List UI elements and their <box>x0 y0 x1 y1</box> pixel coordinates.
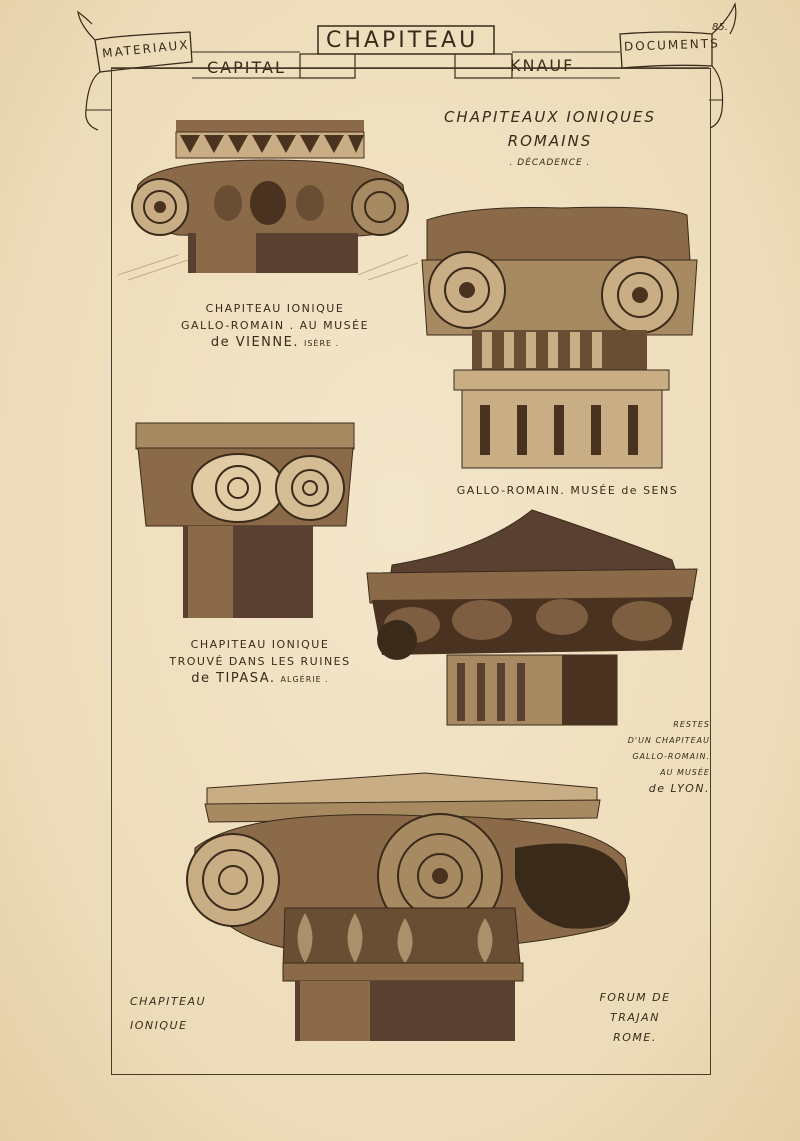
header-german-term: KNAUF <box>510 56 575 75</box>
caption-ionique-line2: IONIQUE <box>130 1019 188 1032</box>
illustration-tipasa-capital <box>135 422 355 618</box>
caption-tipasa-line2: TROUVÉ DANS LES RUINES <box>169 655 351 668</box>
caption-lyon-line4: AU MUSÉE <box>660 768 710 777</box>
plate-title-line1: CHAPITEAUX IONIQUES <box>443 108 657 126</box>
caption-trajan-line3: ROME. <box>613 1031 657 1044</box>
illustration-sens-capital <box>421 206 698 469</box>
caption-tipasa-line1: CHAPITEAU IONIQUE <box>190 638 330 651</box>
caption-trajan-line2: TRAJAN <box>610 1011 660 1024</box>
caption-sens: GALLO-ROMAIN. MUSÉE de SENS <box>456 484 679 497</box>
caption-vienne-line3b: ISÈRE . <box>303 339 340 348</box>
plate-title-line3: . DÉCADENCE . <box>509 158 591 168</box>
illustration-lyon-capital <box>366 509 698 726</box>
page-number: 85. <box>712 22 728 33</box>
plate-title: CHAPITEAUX IONIQUES ROMAINS . DÉCADENCE … <box>430 108 670 168</box>
caption-vienne-line1: CHAPITEAU IONIQUE <box>205 302 345 315</box>
caption-lyon-line2: D'UN CHAPITEAU <box>627 736 710 745</box>
caption-trajan: FORUM DE TRAJAN ROME. <box>580 988 690 1048</box>
caption-tipasa: CHAPITEAU IONIQUE TROUVÉ DANS LES RUINES… <box>155 636 365 688</box>
caption-tipasa-line3a: de TIPASA. <box>191 671 276 686</box>
caption-vienne-line3a: de VIENNE. <box>210 335 299 350</box>
illustration-vienne-capital <box>118 120 418 281</box>
plate-title-line2: ROMAINS <box>507 132 593 150</box>
caption-tipasa-line3b: ALGÉRIE . <box>280 675 329 684</box>
caption-vienne: CHAPITEAU IONIQUE GALLO-ROMAIN . AU MUSÉ… <box>170 300 380 352</box>
caption-vienne-line2: GALLO-ROMAIN . AU MUSÉE <box>180 319 370 332</box>
page-frame <box>111 68 711 1075</box>
header-english-term: CAPITAL <box>207 58 286 77</box>
header-main-title: CHAPITEAU <box>326 28 479 53</box>
caption-lyon: RESTES D'UN CHAPITEAU GALLO-ROMAIN. AU M… <box>580 717 710 797</box>
caption-lyon-line5: de LYON. <box>648 782 710 795</box>
caption-ionique-line1: CHAPITEAU <box>130 995 207 1008</box>
caption-lyon-line3: GALLO-ROMAIN. <box>632 752 710 761</box>
caption-ionique: CHAPITEAU IONIQUE <box>130 990 240 1038</box>
illustration-trajan-capital <box>186 772 630 1041</box>
caption-trajan-line1: FORUM DE <box>599 991 671 1004</box>
caption-lyon-line1: RESTES <box>673 720 710 729</box>
